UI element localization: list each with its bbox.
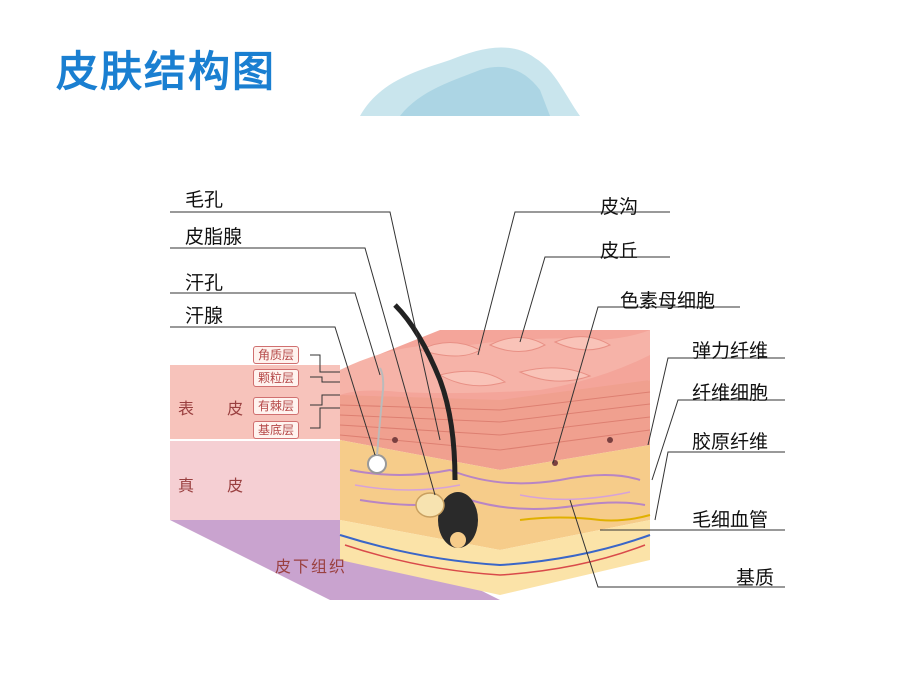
epidermis-front — [340, 380, 650, 470]
label-capillary: 毛细血管 — [692, 509, 769, 531]
hair-shaft — [393, 303, 458, 481]
sebaceous-gland — [415, 492, 445, 518]
layer-tag-stratum-basale: 基底层 — [253, 421, 300, 439]
label-sweat-pore: 汗孔 — [185, 272, 224, 294]
hair-bulb — [438, 492, 478, 548]
label-matrix: 基质 — [736, 567, 775, 589]
label-sweat-gland: 汗腺 — [185, 305, 224, 327]
subcutis-band — [170, 520, 500, 600]
label-fibroblast: 纤维细胞 — [692, 382, 769, 404]
page-title: 皮肤结构图 — [56, 47, 277, 96]
label-elastic-fiber: 弹力纤维 — [692, 340, 769, 362]
label-collagen-fiber: 胶原纤维 — [692, 431, 769, 453]
layer-tag-stratum-spinosum: 有棘层 — [253, 397, 300, 415]
label-skin-ridge: 皮丘 — [600, 240, 639, 262]
band-label-dermis: 真 皮 — [178, 476, 258, 495]
band-label-epidermis: 表 皮 — [178, 399, 258, 418]
dermis-front — [340, 440, 650, 550]
label-melanocyte: 色素母细胞 — [620, 290, 716, 312]
dermis-band — [170, 440, 340, 520]
subcutis-front — [340, 520, 650, 595]
band-label-subcutis: 皮下组织 — [275, 557, 348, 576]
label-pore: 毛孔 — [185, 189, 224, 211]
label-sebaceous-gland: 皮脂腺 — [185, 226, 243, 248]
sweat-gland — [367, 454, 387, 474]
decorative-blob — [360, 47, 580, 116]
label-skin-groove: 皮沟 — [600, 196, 639, 218]
layer-tag-stratum-granulosum: 颗粒层 — [253, 369, 300, 387]
layer-tag-stratum-corneum: 角质层 — [253, 346, 300, 364]
